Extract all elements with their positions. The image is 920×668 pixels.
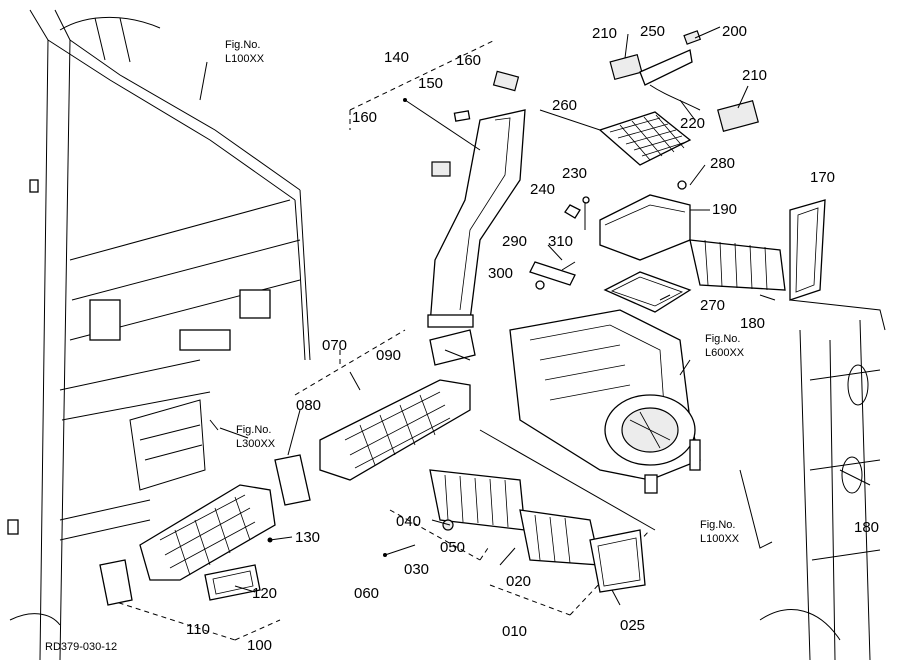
part-label-040: 040	[396, 513, 421, 530]
part-label-250: 250	[640, 23, 665, 40]
duct-100-group	[99, 484, 293, 641]
part-label-160: 160	[352, 109, 377, 126]
duct-assembly-140	[349, 39, 526, 328]
part-label-160: 160	[456, 52, 481, 69]
cab-frame-right	[759, 299, 886, 661]
part-label-025: 025	[620, 617, 645, 634]
fig-ref-mid-left: Fig.No. L300XX	[236, 424, 276, 450]
part-label-220: 220	[680, 115, 705, 132]
part-label-280: 280	[710, 155, 735, 172]
fig-ref-code: L100XX	[700, 533, 740, 545]
part-label-170: 170	[810, 169, 835, 186]
part-label-270: 270	[700, 297, 725, 314]
part-label-030: 030	[404, 561, 429, 578]
duct-070-group	[274, 329, 476, 506]
fig-ref-label: Fig.No.	[236, 424, 271, 436]
part-label-020: 020	[506, 573, 531, 590]
filter-and-sensor-group	[529, 30, 759, 313]
part-label-190: 190	[712, 201, 737, 218]
part-label-100: 100	[247, 637, 272, 654]
part-label-240: 240	[530, 181, 555, 198]
part-label-130: 130	[295, 529, 320, 546]
hvac-unit	[509, 309, 701, 494]
fig-ref-label: Fig.No.	[225, 39, 260, 51]
fig-ref-bottom-right: Fig.No. L100XX	[700, 519, 740, 545]
part-label-230: 230	[562, 165, 587, 182]
part-label-060: 060	[354, 585, 379, 602]
fig-ref-mid-right: Fig.No. L600XX	[705, 333, 745, 359]
fig-ref-label: Fig.No.	[700, 519, 735, 531]
part-label-070: 070	[322, 337, 347, 354]
part-label-110: 110	[186, 621, 210, 638]
part-label-180: 180	[854, 519, 879, 536]
part-label-090: 090	[376, 347, 401, 364]
fig-ref-code: L300XX	[236, 438, 276, 450]
part-label-290: 290	[502, 233, 527, 250]
part-label-180: 180	[740, 315, 765, 332]
part-label-080: 080	[296, 397, 321, 414]
fig-ref-top-left: Fig.No. L100XX	[225, 39, 265, 65]
part-label-140: 140	[384, 49, 409, 66]
part-label-150: 150	[418, 75, 443, 92]
part-label-210: 210	[592, 25, 617, 42]
leader-lines	[199, 26, 871, 606]
fig-ref-code: L600XX	[705, 347, 745, 359]
part-label-050: 050	[440, 539, 465, 556]
bellows-duct-170	[689, 199, 826, 301]
part-label-260: 260	[552, 97, 577, 114]
part-label-300: 300	[488, 265, 513, 282]
part-label-210: 210	[742, 67, 767, 84]
drawing-code: RD379-030-12	[45, 641, 117, 653]
part-label-120: 120	[252, 585, 277, 602]
cab-frame-left	[7, 9, 311, 661]
fig-ref-code: L100XX	[225, 53, 265, 65]
part-label-200: 200	[722, 23, 747, 40]
duct-010-group	[479, 429, 656, 616]
fig-ref-label: Fig.No.	[705, 333, 740, 345]
part-label-310: 310	[548, 233, 573, 250]
part-label-010: 010	[502, 623, 527, 640]
